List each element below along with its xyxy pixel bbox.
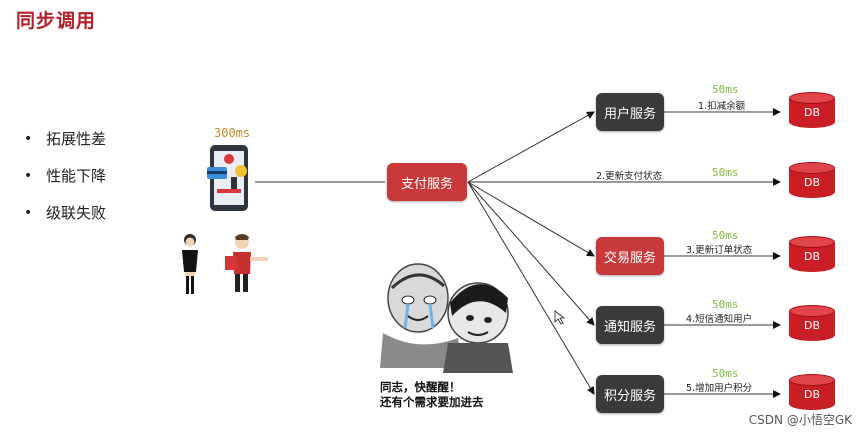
bullet-text: 级联失败 <box>46 204 107 222</box>
database-icon: DB <box>789 305 835 345</box>
latency-label-5: 50ms <box>712 367 739 380</box>
bullet-item: •性能下降 <box>24 167 107 185</box>
arrow-to-user-service <box>467 111 595 183</box>
mouse-cursor-icon <box>554 310 566 325</box>
notify-service-node: 通知服务 <box>596 306 664 344</box>
man-presenting-icon <box>225 234 268 292</box>
bullet-item: •拓展性差 <box>24 130 107 148</box>
arrow-to-notify-service <box>467 181 595 326</box>
caption-line: 还有个需求要加进去 <box>380 395 484 409</box>
phone-payment-icon <box>207 145 248 211</box>
page-title: 同步调用 <box>16 10 97 32</box>
database-icon: DB <box>789 374 835 414</box>
meme-faces-image <box>380 263 513 373</box>
latency-label-1: 50ms <box>712 83 739 96</box>
step-label-4: 4.短信通知用户 <box>686 314 753 325</box>
step-label-1: 1.扣减余额 <box>698 101 746 112</box>
database-icon: DB <box>789 162 835 202</box>
arrow-to-trade-service <box>467 181 595 257</box>
points-service-node: 积分服务 <box>596 375 664 413</box>
watermark: CSDN @小悟空GK <box>748 413 852 427</box>
latency-label-2: 50ms <box>712 166 739 179</box>
step-label-2: 2.更新支付状态 <box>596 171 663 182</box>
client-latency-label: 300ms <box>214 126 251 140</box>
step-label-3: 3.更新订单状态 <box>686 245 753 256</box>
caption-line: 同志，快醒醒！ <box>380 380 461 394</box>
pay-service-node: 支付服务 <box>387 163 467 201</box>
drawback-list: •拓展性差 •性能下降 •级联失败 <box>24 120 106 231</box>
database-icon: DB <box>789 236 835 276</box>
user-service-node: 用户服务 <box>596 93 664 131</box>
meme-caption: 同志，快醒醒！ 还有个需求要加进去 <box>380 380 484 410</box>
arrow-to-points-service <box>467 181 595 395</box>
database-icon: DB <box>789 92 835 132</box>
latency-label-4: 50ms <box>712 298 739 311</box>
trade-service-node: 交易服务 <box>596 237 664 275</box>
bullet-text: 拓展性差 <box>46 130 107 148</box>
step-label-5: 5.增加用户积分 <box>686 383 753 394</box>
bullet-item: •级联失败 <box>24 204 107 222</box>
bullet-text: 性能下降 <box>46 167 107 185</box>
latency-label-3: 50ms <box>712 229 739 242</box>
woman-user-icon <box>182 234 198 294</box>
